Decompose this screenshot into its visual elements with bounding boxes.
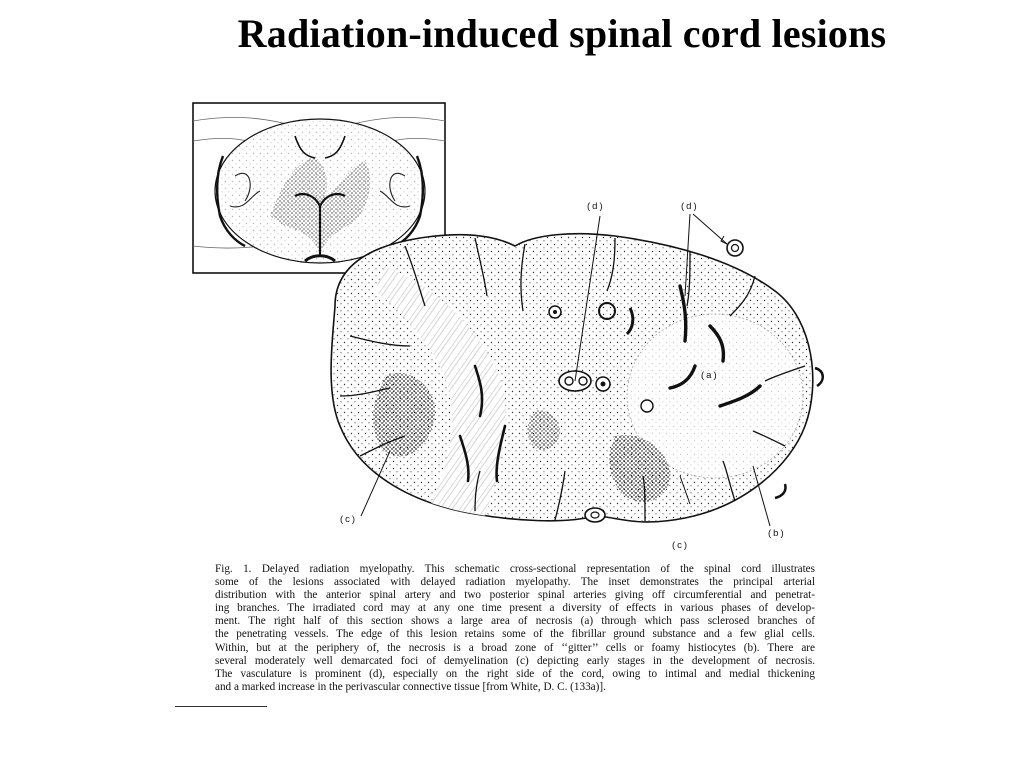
caption-line: some of the lesions associated with dela… — [215, 576, 815, 589]
spinal-cord-drawing: (d) (d) (a) (b) (c) (c) — [192, 102, 824, 551]
caption-line: Fig. 1. Delayed radiation myelopathy. Th… — [215, 563, 815, 575]
figure-illustration: (d) (d) (a) (b) (c) (c) — [175, 96, 855, 708]
figure-caption: Fig. 1. Delayed radiation myelopathy. Th… — [215, 563, 815, 694]
label-c-right: (c) — [672, 540, 689, 551]
caption-line: ment. The right half of this section sho… — [215, 615, 815, 628]
label-d-right: (d) — [681, 201, 699, 212]
caption-line: several moderately well demarcated foci … — [215, 654, 815, 667]
caption-line: ing branches. The irradiated cord may at… — [215, 602, 815, 615]
label-d-center: (d) — [587, 201, 605, 212]
label-a: (a) — [701, 370, 719, 381]
caption-line: distribution with the anterior spinal ar… — [215, 589, 815, 602]
caption-line: Within, but at the periphery of, the nec… — [215, 641, 815, 654]
caption-line: and a marked increase in the perivascula… — [215, 680, 606, 693]
label-b: (b) — [768, 528, 786, 539]
slide-title: Radiation-induced spinal cord lesions — [237, 11, 887, 56]
caption-line: The vasculature is prominent (d), especi… — [215, 667, 815, 680]
scan-bottom-rule — [175, 706, 267, 707]
caption-line: the penetrating vessels. The edge of thi… — [215, 628, 815, 641]
label-c-left: (c) — [340, 514, 357, 525]
main-cord-section — [330, 213, 824, 527]
